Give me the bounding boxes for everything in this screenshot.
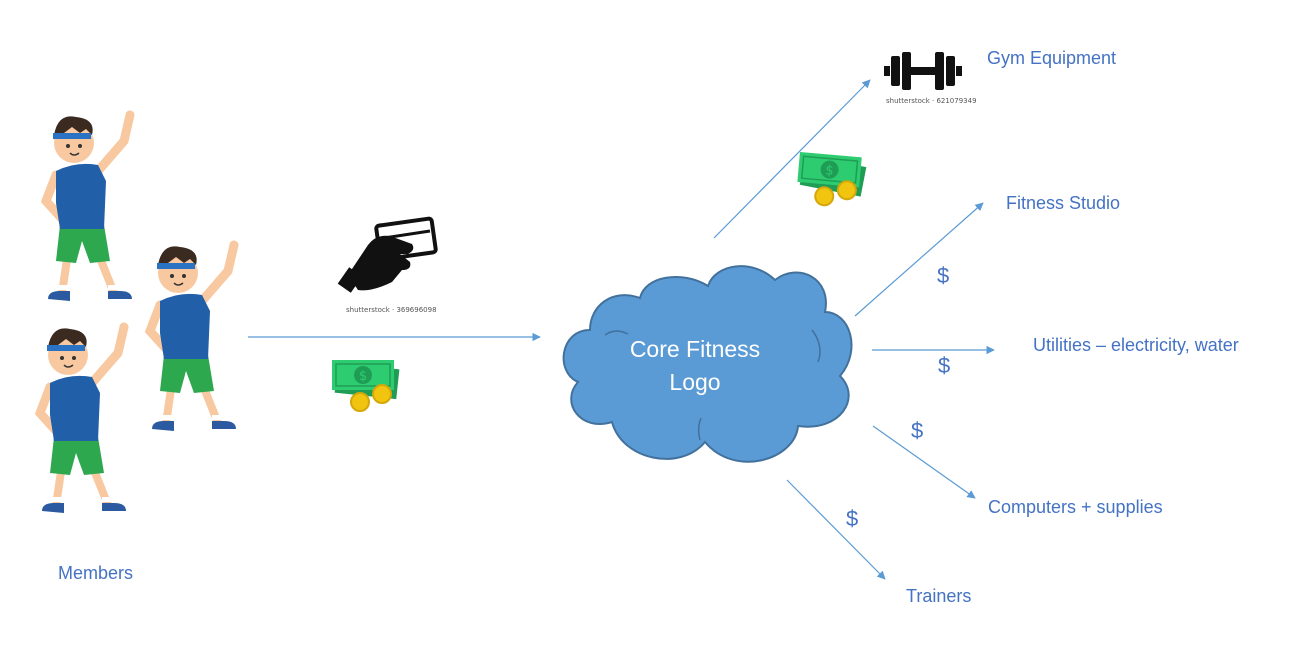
core-fitness-line2: Logo <box>669 369 721 395</box>
cloud-shape <box>562 265 853 463</box>
arrow-to-trainers <box>786 479 886 580</box>
member-figure <box>40 327 126 513</box>
dollar-sign-computers: $ <box>911 418 924 443</box>
money-icon <box>794 151 869 210</box>
money-icon <box>331 359 401 412</box>
dumbbell-watermark: shutterstock · 621079349 <box>886 97 977 105</box>
dollar-sign-trainers: $ <box>846 506 859 531</box>
card-watermark: shutterstock · 369696098 <box>346 306 437 314</box>
trainers-label: Trainers <box>906 586 972 606</box>
dollar-sign-utilities: $ <box>938 353 951 378</box>
arrow-to-fitness-studio <box>854 202 984 317</box>
dumbbell-icon <box>884 52 962 90</box>
member-figure <box>150 245 236 431</box>
core-fitness-logo: Core Fitness Logo <box>600 333 790 399</box>
arrow-to-gym-equipment <box>713 79 871 239</box>
fitness-studio-label: Fitness Studio <box>1006 193 1121 213</box>
dollar-sign-studio: $ <box>937 263 950 288</box>
members-label: Members <box>58 563 134 583</box>
gym-equipment-label: Gym Equipment <box>987 48 1117 68</box>
member-figure <box>46 115 132 301</box>
credit-card-hand-icon <box>337 216 438 293</box>
arrow-to-computers <box>872 425 976 499</box>
core-fitness-line1: Core Fitness <box>629 336 761 362</box>
computers-label: Computers + supplies <box>988 497 1163 517</box>
utilities-label: Utilities – electricity, water <box>1033 335 1239 355</box>
